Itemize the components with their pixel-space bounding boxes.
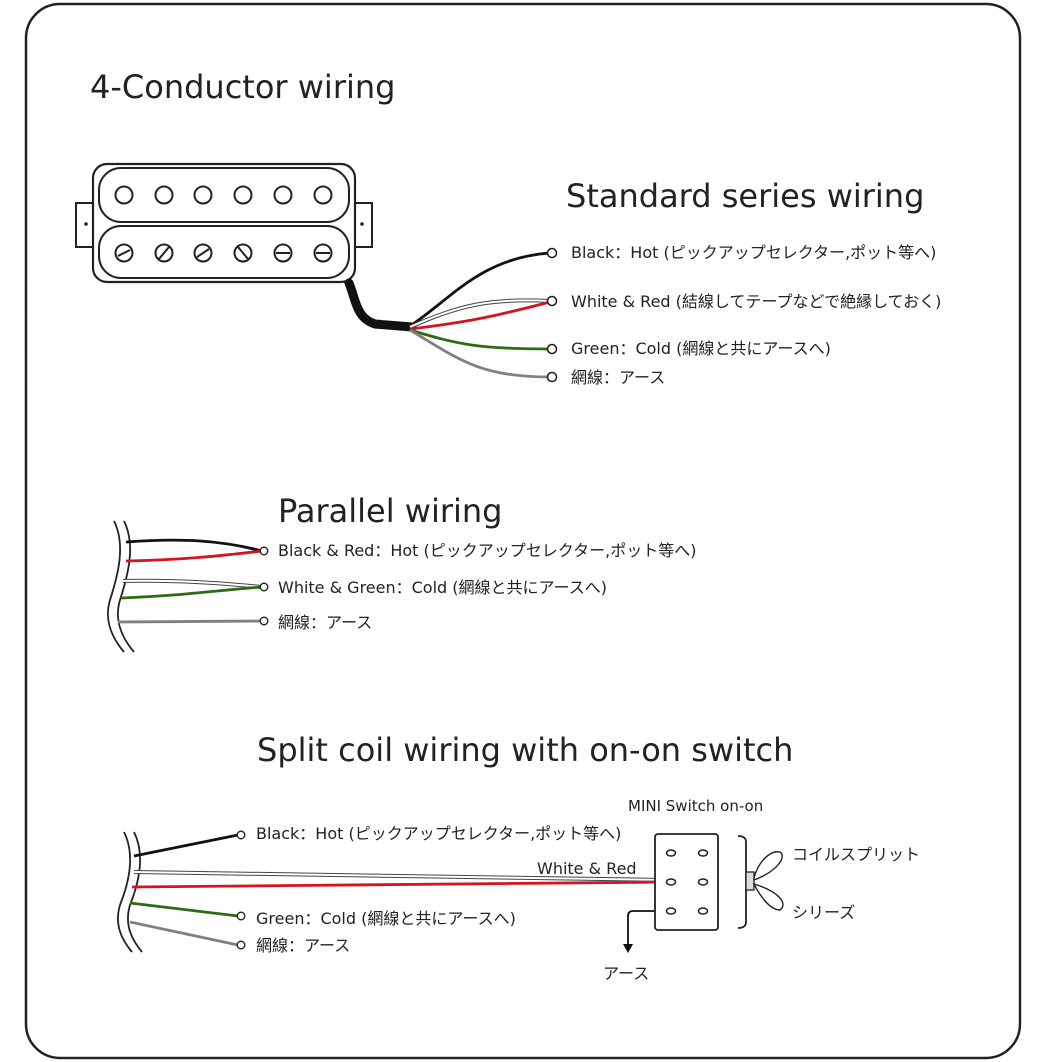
parallel-label-black-red: Black & Red：Hot (ピックアップセレクター,ポット等へ): [278, 541, 696, 560]
mini-switch: [654, 833, 784, 931]
switch-title: MINI Switch on-on: [628, 797, 763, 815]
split-label-ground: 網線：アース: [256, 936, 350, 955]
toggle-down-icon: [752, 882, 784, 911]
parallel-wires: [117, 538, 263, 624]
parallel-wire-green: [120, 585, 263, 600]
toggle-up-icon: [753, 851, 783, 882]
split-wire-black: [133, 833, 239, 858]
split-terminals: [236, 830, 246, 950]
parallel-wire-ground: [117, 619, 263, 624]
split-wire-ground: [129, 920, 239, 947]
standard-terminals: [546, 247, 558, 383]
page-title: 4-Conductor wiring: [90, 68, 395, 106]
split-heading: Split coil wiring with on-on switch: [257, 731, 793, 769]
split-label-black: Black：Hot (ピックアップセレクター,ポット等へ): [256, 824, 621, 843]
split-label-white-red: White & Red: [537, 859, 637, 878]
standard-label-green: Green：Cold (網線と共にアースへ): [571, 339, 831, 358]
pickup-coil-top: [98, 167, 350, 223]
parallel-label-white-green: White & Green：Cold (網線と共にアースへ): [278, 578, 607, 597]
pickup-cable: [344, 278, 417, 332]
parallel-label-ground: 網線：アース: [278, 613, 372, 632]
earth-label: アース: [603, 964, 649, 983]
standard-wire-red: [409, 300, 551, 331]
standard-heading: Standard series wiring: [566, 177, 924, 215]
switch-label-coil-split: コイルスプリット: [792, 845, 920, 864]
parallel-terminals: [259, 546, 269, 626]
split-wire-green: [129, 901, 239, 918]
standard-label-ground: 網線：アース: [571, 368, 665, 387]
pickup-coil-bottom: [98, 225, 350, 279]
humbucker-pickup: [75, 162, 373, 284]
standard-wires: [344, 251, 551, 379]
standard-wire-black: [409, 251, 551, 328]
pole-pieces-top: [114, 185, 333, 205]
standard-label-black: Black：Hot (ピックアップセレクター,ポット等へ): [571, 243, 936, 262]
split-label-green: Green：Cold (網線と共にアースへ): [256, 909, 516, 928]
parallel-wire-red: [125, 549, 263, 563]
earth-arrow-icon: [623, 944, 633, 953]
standard-wire-ground: [409, 328, 551, 379]
diagram-frame: [24, 2, 1022, 1060]
standard-wire-green: [409, 328, 551, 351]
switch-lever-base: [745, 871, 755, 891]
parallel-heading: Parallel wiring: [278, 492, 502, 530]
split-wire-red: [131, 880, 669, 889]
parallel-wire-black: [125, 538, 263, 553]
switch-label-series: シリーズ: [792, 903, 855, 922]
switch-body: [654, 833, 719, 931]
screw-poles-bottom: [114, 243, 333, 263]
split-cable-break: [117, 831, 143, 953]
split-wires: [129, 833, 669, 947]
standard-label-white-red: White & Red (結線してテープなどで絶縁しておく): [571, 292, 941, 311]
switch-earth-wire: [627, 910, 667, 946]
switch-lugs: [665, 849, 709, 915]
